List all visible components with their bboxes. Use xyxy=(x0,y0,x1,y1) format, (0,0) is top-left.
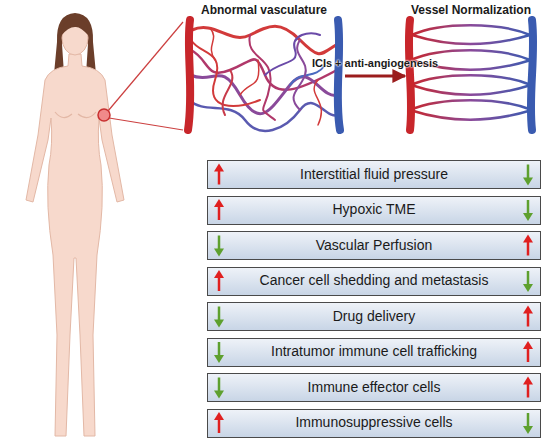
panel-title: Vessel Normalization xyxy=(365,3,550,17)
artery xyxy=(409,20,411,130)
effect-band: Immune effector cells xyxy=(207,373,541,402)
increase-arrow xyxy=(214,199,224,220)
band-label: Immunosuppressive cells xyxy=(295,415,452,430)
increase-arrow xyxy=(523,377,533,398)
decrease-arrow xyxy=(523,200,533,221)
vasculature-panel: Vessel Normalization xyxy=(405,20,537,132)
increase-arrow xyxy=(523,235,533,256)
zoom-line xyxy=(108,22,183,111)
effect-band: Vascular Perfusion xyxy=(207,231,541,260)
decrease-arrow xyxy=(214,342,224,363)
vessel-branch xyxy=(410,110,532,120)
band-label: Hypoxic TME xyxy=(333,202,416,217)
effect-band: Interstitial fluid pressure xyxy=(207,160,541,189)
hair-fringe xyxy=(61,19,89,36)
effect-band: Immunosuppressive cells xyxy=(207,409,541,438)
tangled-vessel xyxy=(210,28,321,125)
band-label: Immune effector cells xyxy=(308,380,441,395)
band-label: Cancer cell shedding and metastasis xyxy=(260,273,489,288)
effect-band: Intratumor immune cell trafficking xyxy=(207,338,541,367)
effect-band: Drug delivery xyxy=(207,302,541,331)
vessel-branch xyxy=(410,100,532,110)
vessel-branch xyxy=(411,75,531,85)
tangled-vessel xyxy=(265,33,320,75)
chest-line xyxy=(55,112,96,118)
band-label: Drug delivery xyxy=(333,309,415,324)
vein xyxy=(338,20,340,130)
artery xyxy=(188,20,190,130)
effect-band: Cancer cell shedding and metastasis xyxy=(207,267,541,296)
vessel-branch xyxy=(412,35,530,44)
increase-arrow xyxy=(214,412,224,433)
panel-title: Abnormal vasculature xyxy=(143,3,385,17)
decrease-arrow xyxy=(523,165,533,186)
edge-label: ICIs + anti-angiogenesis xyxy=(275,57,475,69)
decrease-arrow xyxy=(214,378,224,399)
vasculature-panel: Abnormal vasculature xyxy=(183,20,345,132)
tangled-vessel xyxy=(294,40,306,110)
treatment-arrow xyxy=(345,75,405,78)
tangled-vessel xyxy=(223,70,233,115)
increase-arrow xyxy=(214,270,224,291)
vessel-branch xyxy=(412,25,530,35)
woman-figure xyxy=(26,13,183,436)
decrease-arrow xyxy=(214,236,224,257)
zoom-line xyxy=(109,118,183,130)
increase-arrow xyxy=(214,164,224,185)
increase-arrow xyxy=(523,341,533,362)
body xyxy=(26,54,124,436)
tangled-vessel xyxy=(249,35,275,120)
decrease-arrow xyxy=(523,413,533,434)
abnormal-vasculature-illustration xyxy=(188,20,340,131)
normal-vasculature-illustration xyxy=(409,20,533,130)
band-label: Vascular Perfusion xyxy=(316,238,432,253)
increase-arrow xyxy=(523,306,533,327)
band-label: Intratumor immune cell trafficking xyxy=(271,344,477,359)
decrease-arrow xyxy=(214,307,224,328)
vessel-branch xyxy=(411,85,531,95)
vein xyxy=(531,20,533,130)
decrease-arrow xyxy=(523,271,533,292)
band-label: Interstitial fluid pressure xyxy=(300,167,448,182)
effect-band: Hypoxic TME xyxy=(207,196,541,225)
